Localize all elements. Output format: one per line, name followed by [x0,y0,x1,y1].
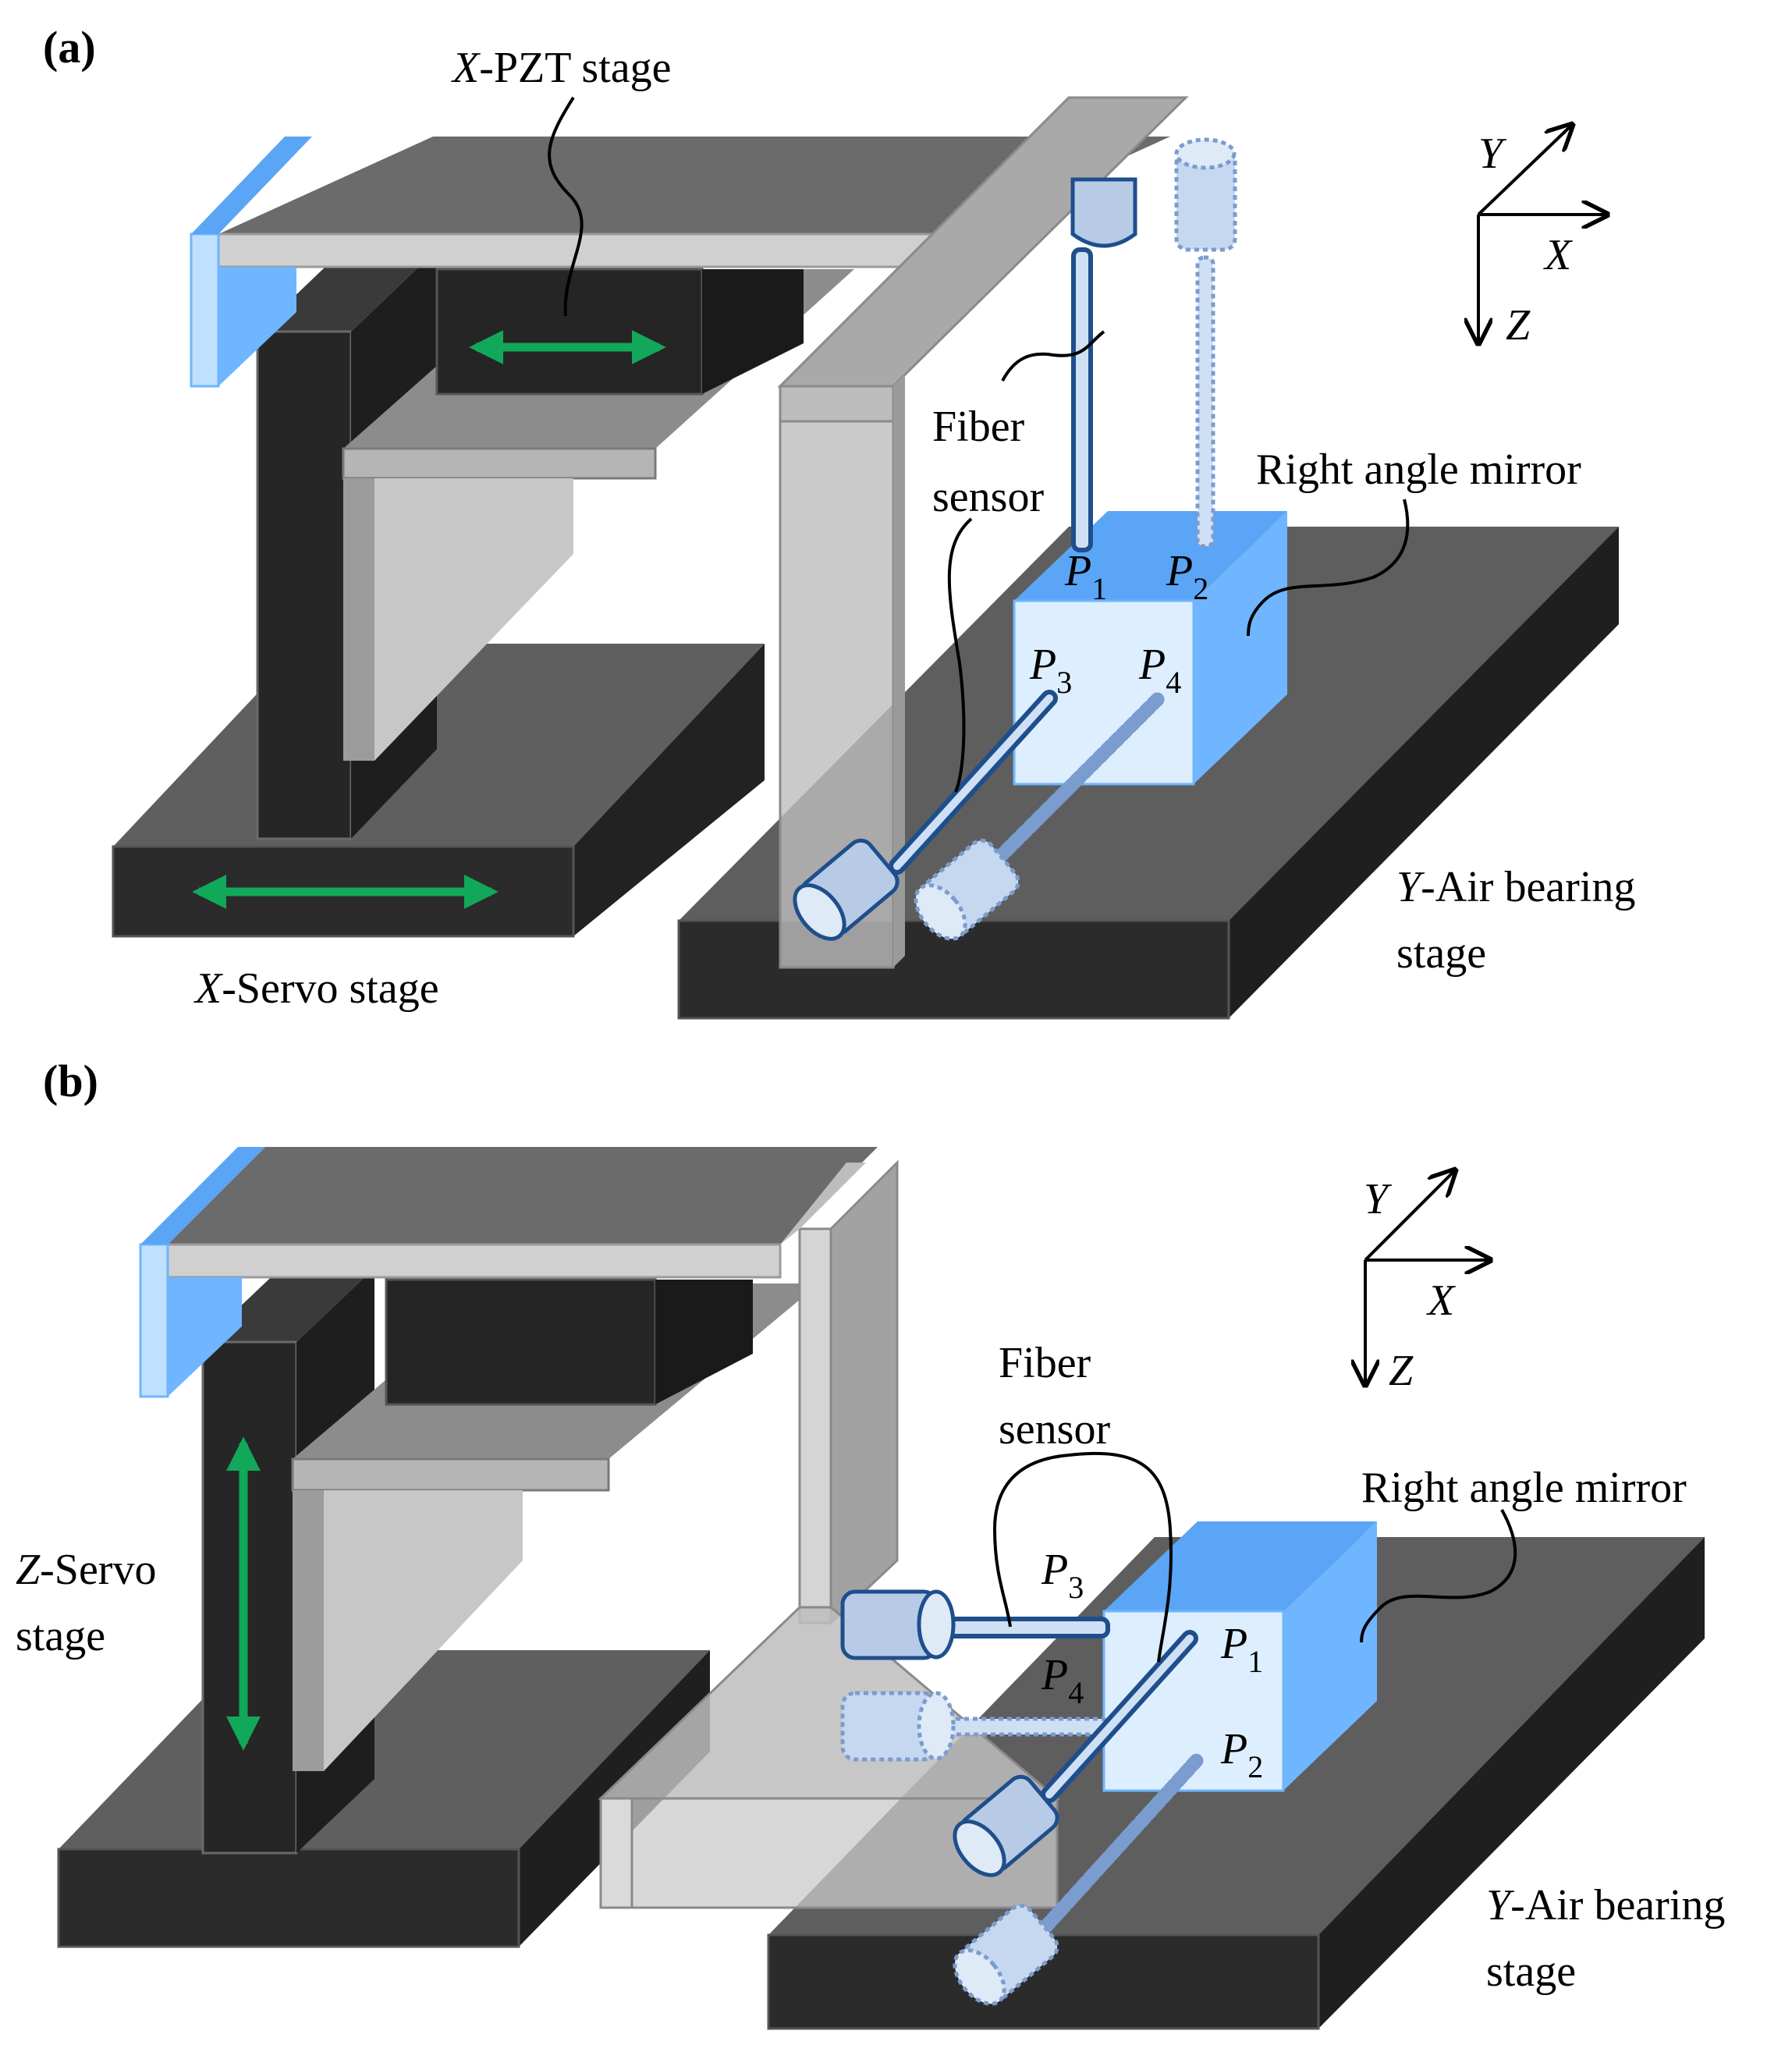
axis-z-b: Z [1389,1347,1414,1395]
panel-a: (a) [43,22,1635,1020]
leader-sensor-a [947,517,973,793]
panel-b-tag: (b) [43,1056,98,1106]
label-y-air-b-1: Y-Air bearing [1486,1881,1725,1930]
label-p3-b: P3 [1041,1546,1084,1605]
label-p3-a: P3 [1029,641,1072,700]
leader-mirror-a [1247,499,1410,637]
axis-y-b: Y [1364,1175,1393,1223]
panel-b: (b) [16,1056,1725,2030]
label-fiber-a-2: sensor [932,473,1044,521]
fiber-sensor-p4 [914,691,1166,941]
label-y-air-a-1: Y-Air bearing [1396,863,1635,911]
label-x-servo-stage: X-Servo stage [193,964,439,1013]
label-p1-b: P1 [1220,1620,1263,1679]
label-p2-b: P2 [1220,1725,1263,1784]
label-p1-a: P1 [1064,547,1107,606]
fiber-sensor-p4-b [840,1691,1110,1762]
label-p2-a: P2 [1166,547,1208,606]
fiber-sensor-p2-b [953,1752,1205,2006]
fiber-sensor-p3 [793,690,1058,941]
label-fiber-b-1: Fiber [999,1339,1091,1387]
label-fiber-a-1: Fiber [932,403,1025,451]
label-p4-a: P4 [1138,641,1181,700]
axis-x-b: X [1426,1276,1457,1325]
leader-sensor-b [992,1451,1173,1663]
label-y-air-a-2: stage [1396,929,1486,978]
label-y-air-b-2: stage [1486,1947,1576,1996]
panel-a-tag: (a) [43,22,96,73]
pzt-block-b [385,1278,753,1406]
fiber-sensor-p2 [1174,137,1237,549]
label-mirror-a: Right angle mirror [1256,446,1581,494]
axes-b: Y X Z [1364,1170,1490,1395]
label-z-servo-2: stage [16,1612,105,1660]
x-pzt-stage [435,268,804,396]
label-mirror-b: Right angle mirror [1361,1464,1687,1512]
leader-xpzt-a [548,96,584,317]
leader-mirror-b [1360,1509,1517,1643]
fiber-sensor-p1-b [953,1630,1198,1877]
axis-y-a: Y [1478,130,1507,178]
label-fiber-b-2: sensor [999,1405,1110,1454]
leader-fiber-a [1001,330,1105,382]
label-x-pzt-stage: X-PZT stage [451,44,671,92]
fiber-sensor-p1 [1070,177,1137,552]
axes-a: Y X Z [1478,125,1607,350]
label-p4-b: P4 [1041,1651,1084,1710]
x-top-plate [190,137,1170,388]
label-z-servo-1: Z-Servo [16,1546,156,1594]
z-top-plate [139,1147,878,1398]
z-frame-vertical [780,1159,899,1626]
axis-z-a: Z [1506,301,1531,350]
fiber-sensor-p3-b [840,1589,1110,1660]
axis-x-a: X [1543,231,1574,279]
